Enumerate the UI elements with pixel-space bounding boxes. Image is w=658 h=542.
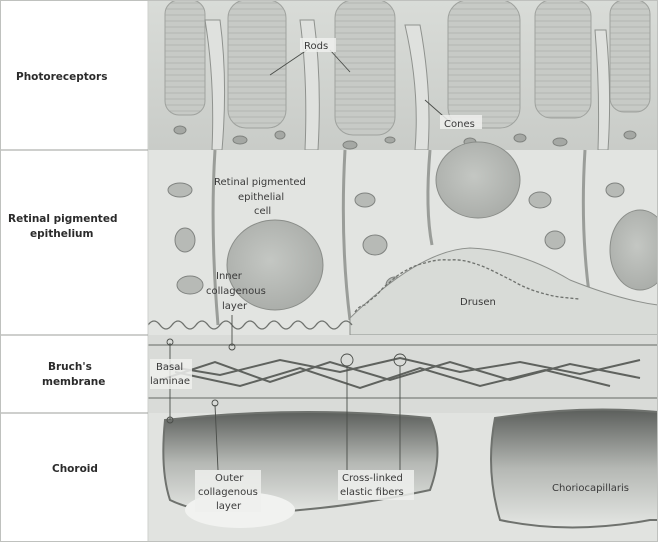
label-choroid: Choroid xyxy=(52,463,98,475)
anno-inner-coll-line2: collagenous xyxy=(206,286,266,297)
label-rpe-line1: Retinal pigmented xyxy=(8,213,117,225)
anno-inner-coll-line3: layer xyxy=(222,301,248,312)
anno-rpe-cell-line3: cell xyxy=(254,206,271,217)
anno-rods: Rods xyxy=(304,41,328,52)
anno-cones: Cones xyxy=(444,119,475,130)
layer-label-column: Photoreceptors Retinal pigmented epithel… xyxy=(0,0,148,542)
photoreceptor-layer xyxy=(148,0,658,150)
anno-outer-coll-line2: collagenous xyxy=(198,487,258,498)
label-photoreceptors: Photoreceptors xyxy=(16,71,107,83)
label-bruchs-line1: Bruch's xyxy=(48,361,92,373)
anno-rpe-cell-line1: Retinal pigmented xyxy=(214,177,306,188)
anno-outer-coll-line1: Outer xyxy=(215,473,244,484)
anno-inner-coll-line1: Inner xyxy=(216,271,243,282)
anno-rpe-cell-line2: epithelial xyxy=(238,192,284,203)
anno-basal-line2: laminae xyxy=(150,376,190,387)
anno-choriocapillaris: Choriocapillaris xyxy=(552,483,629,494)
rpe-nucleus xyxy=(436,142,520,218)
anno-elastic-line2: elastic fibers xyxy=(340,487,404,498)
bruchs-membrane-layer xyxy=(148,335,658,413)
label-rpe-line2: epithelium xyxy=(30,228,94,240)
label-bruchs-line2: membrane xyxy=(42,376,105,388)
anno-basal-line1: Basal xyxy=(156,362,183,373)
anno-drusen: Drusen xyxy=(460,297,496,308)
anno-outer-coll-line3: layer xyxy=(216,501,242,512)
choriocapillaris-vessel xyxy=(491,410,658,528)
anno-elastic-line1: Cross-linked xyxy=(342,473,403,484)
